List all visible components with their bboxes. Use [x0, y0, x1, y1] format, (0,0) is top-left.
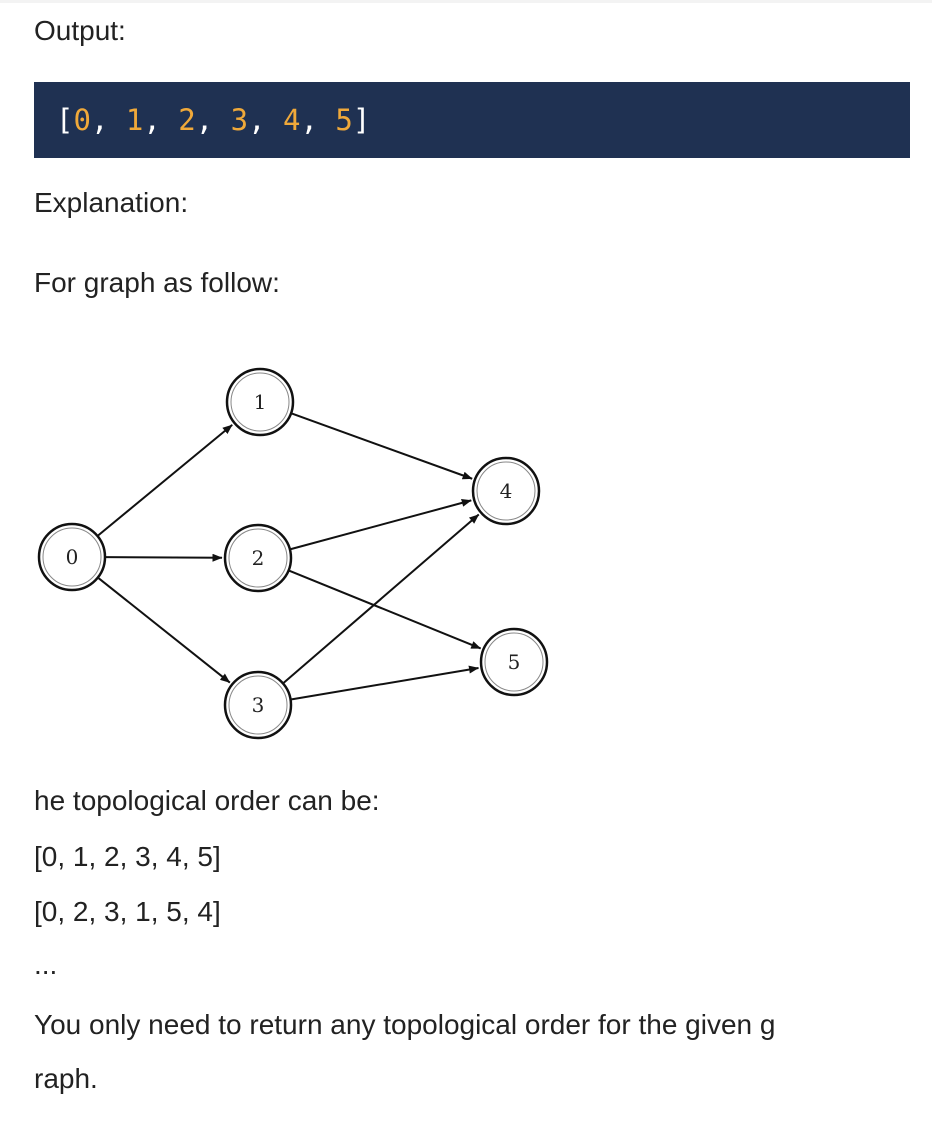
graph-svg: 0 1 2 3 4 5 [37, 367, 549, 740]
graph-edge-0-2 [105, 553, 223, 562]
graph-node-3: 3 [223, 670, 293, 740]
graph-node-circle [479, 627, 549, 697]
graph-node-inner-ring [476, 461, 536, 521]
note-line-2: raph. [34, 1063, 98, 1094]
top-divider [0, 0, 932, 3]
code-separator: , [195, 103, 231, 137]
graph-diagram: 0 1 2 3 4 5 [30, 352, 560, 762]
graph-node-0: 0 [37, 522, 107, 592]
explanation-label: Explanation: [34, 187, 189, 218]
graph-node-label: 1 [254, 390, 267, 414]
output-label: Output: [34, 15, 126, 46]
code-value: 2 [178, 103, 196, 137]
graph-node-inner-ring [228, 528, 288, 588]
graph-edge-0-1 [97, 424, 233, 537]
ellipsis-text: ... [34, 949, 58, 980]
graph-edge-3-4 [283, 513, 480, 684]
graph-edge-0-3 [97, 577, 231, 684]
graph-node-label: 2 [252, 546, 265, 570]
code-separator: , [248, 103, 284, 137]
graph-node-circle [223, 523, 293, 593]
graph-node-circle [471, 456, 541, 526]
code-separator: , [90, 103, 126, 137]
graph-node-label: 0 [66, 545, 79, 569]
graph-node-label: 3 [252, 693, 265, 717]
code-open-bracket: [ [56, 103, 74, 137]
code-value: 5 [335, 103, 353, 137]
graph-nodes: 0 1 2 3 4 5 [37, 367, 549, 740]
graph-node-inner-ring [230, 372, 290, 432]
graph-node-label: 4 [500, 479, 513, 503]
graph-intro-text: For graph as follow: [34, 267, 280, 298]
graph-node-inner-ring [484, 632, 544, 692]
note-line-1: You only need to return any topological … [34, 1009, 776, 1040]
graph-node-4: 4 [471, 456, 541, 526]
graph-edge-3-5 [291, 665, 479, 701]
graph-edges [97, 412, 482, 701]
code-value: 0 [73, 103, 91, 137]
graph-edge-1-4 [291, 412, 473, 480]
order-example-1: [0, 1, 2, 3, 4, 5] [34, 841, 221, 872]
graph-edge-2-5 [289, 569, 482, 650]
code-separator: , [143, 103, 179, 137]
code-value: 1 [125, 103, 144, 137]
graph-node-1: 1 [225, 367, 295, 437]
graph-node-circle [223, 670, 293, 740]
graph-edge-2-4 [290, 499, 472, 551]
code-block: [0, 1, 2, 3, 4, 5] [34, 82, 910, 158]
order-intro-text: he topological order can be: [34, 785, 380, 816]
graph-node-inner-ring [228, 675, 288, 735]
graph-node-2: 2 [223, 523, 293, 593]
order-example-2: [0, 2, 3, 1, 5, 4] [34, 896, 221, 927]
graph-node-5: 5 [479, 627, 549, 697]
graph-node-circle [225, 367, 295, 437]
code-separator: , [300, 103, 336, 137]
code-value: 3 [230, 103, 249, 137]
graph-node-label: 5 [508, 650, 521, 674]
code-close-bracket: ] [352, 103, 371, 137]
graph-node-inner-ring [42, 527, 102, 587]
code-value: 4 [283, 103, 301, 137]
graph-node-circle [37, 522, 107, 592]
